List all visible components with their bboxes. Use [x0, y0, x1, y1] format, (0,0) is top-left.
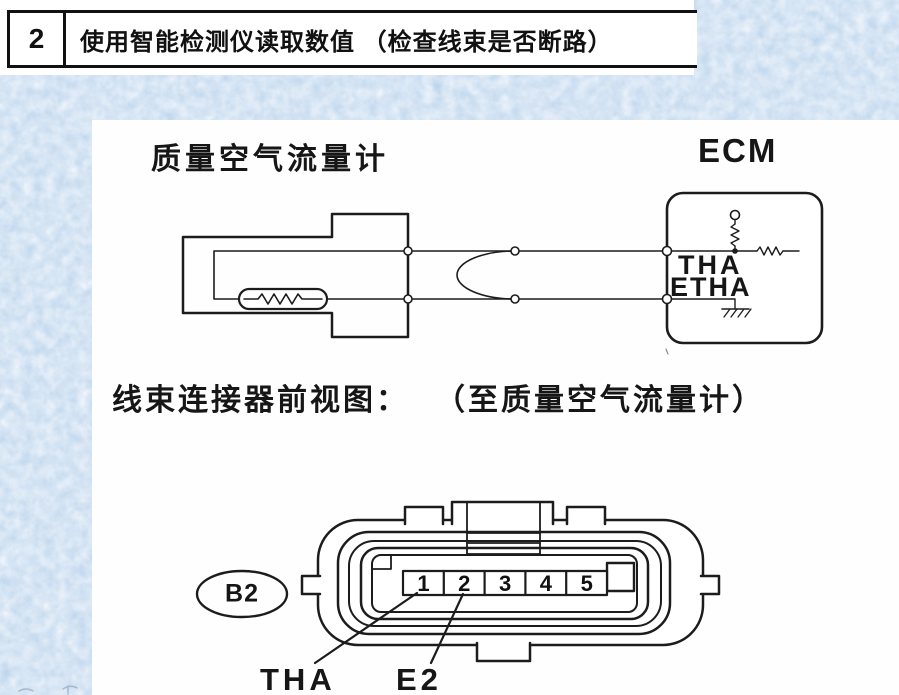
housing-ring: [359, 546, 650, 621]
step-header-band: 2 使用智能检测仪读取数值 （检查线束是否断路）: [0, 0, 697, 75]
maf-sensor-outline: [181, 212, 410, 339]
ecm-title: ECM: [698, 132, 778, 169]
bottom-key-tab: [475, 641, 532, 663]
wire-terminal-circles: [403, 245, 673, 305]
ground-symbol-icon: [721, 308, 752, 318]
pullup-resistor-icon: [730, 223, 740, 247]
step-table: 2 使用智能检测仪读取数值 （检查线束是否断路）: [7, 10, 697, 68]
step-number-cell: 2: [10, 13, 66, 65]
leader-line-pin2: [429, 592, 465, 665]
pin2-wire-label: E2: [396, 662, 442, 695]
jumper-wire-arc: [456, 250, 516, 300]
step-title-cell: 使用智能检测仪读取数值 （检查线束是否断路）: [80, 28, 613, 56]
pin-number-3: 3: [498, 570, 512, 596]
latch-ladder: [466, 502, 541, 555]
front-view-caption-left: 线束连接器前视图：: [112, 384, 409, 417]
cavity-outline: [371, 554, 638, 613]
top-right-tab: [565, 505, 607, 526]
seal-ring-middle: [348, 540, 662, 627]
pin-number-2: 2: [458, 570, 471, 596]
right-side-tab: [699, 574, 721, 596]
ecm-pin-etha-label: ETHA: [670, 272, 752, 302]
connector-body: [300, 500, 721, 663]
leader-line-pin1: [313, 591, 419, 665]
index-block: [605, 561, 636, 593]
connector-id-label: B2: [225, 579, 259, 608]
front-view-caption-right: （至质量空气流量计）: [435, 384, 765, 417]
pin-row: [401, 569, 609, 597]
ecm-internal-circuit: [666, 209, 800, 318]
front-view-caption: 线束连接器前视图： （至质量空气流量计）: [112, 386, 765, 416]
pin-number-1: 1: [417, 570, 430, 596]
left-side-tab: [300, 574, 322, 596]
series-resistor-icon: [756, 246, 784, 256]
stray-mark: [665, 348, 669, 355]
ecm-pin-tha-label: THA: [678, 250, 743, 280]
connector-id-ellipse: [195, 569, 289, 619]
maf-sensor-title: 质量空气流量计: [151, 143, 389, 176]
pin-number-5: 5: [580, 570, 593, 596]
pin-number-4: 4: [539, 570, 553, 596]
latch-tab: [450, 500, 555, 526]
heater-element-resistor: [237, 287, 329, 311]
pin1-wire-label: THA: [260, 662, 336, 695]
keyway-corner: [372, 555, 392, 570]
ecm-box: [665, 191, 824, 345]
supply-terminal-circle: [729, 209, 741, 221]
cutoff-text-fragment: [18, 685, 78, 695]
top-left-tab: [403, 505, 445, 526]
pin-dividers: [442, 569, 568, 597]
